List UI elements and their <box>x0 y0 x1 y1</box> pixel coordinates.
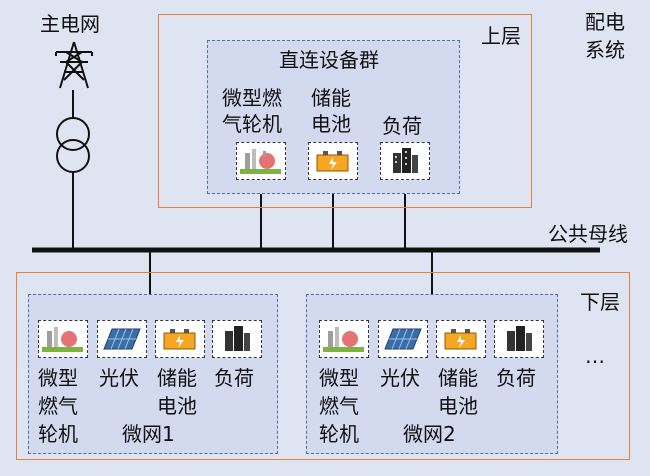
main-grid-label: 主电网 <box>40 12 100 36</box>
battery-icon <box>436 320 486 358</box>
load-buildings-icon <box>212 320 262 358</box>
upper-device-label-gas-turbine-1: 微型燃 <box>222 86 282 110</box>
mg2-gas-turbine-label-1: 微型 <box>319 366 359 390</box>
solar-panel-icon <box>97 320 147 358</box>
load-buildings-icon <box>494 320 544 358</box>
direct-group-title: 直连设备群 <box>279 48 379 72</box>
lower-layer-label: 下层 <box>580 290 620 314</box>
lower-layer-box <box>16 272 630 460</box>
upper-device-label-battery-2: 电池 <box>311 112 351 136</box>
solar-panel-icon <box>378 320 428 358</box>
dist-system-label-line1: 配电 <box>585 10 625 34</box>
microgrid-2-name: 微网2 <box>403 422 456 446</box>
mg1-battery-label-1: 储能 <box>157 366 197 390</box>
transformer-lower-coil <box>56 139 90 173</box>
mg1-load-label: 负荷 <box>214 366 254 390</box>
mg2-battery-label-2: 电池 <box>438 394 478 418</box>
mg2-gas-turbine-label-2: 燃气 <box>319 394 359 418</box>
mg1-gas-turbine-label-2: 燃气 <box>38 394 78 418</box>
gas-turbine-icon <box>236 142 286 180</box>
upper-layer-label: 上层 <box>481 24 521 48</box>
upper-device-label-gas-turbine-2: 气轮机 <box>222 112 282 136</box>
transformer-upper-coil <box>56 117 90 151</box>
gas-turbine-icon <box>319 320 369 358</box>
mg2-gas-turbine-label-3: 轮机 <box>319 422 359 446</box>
gas-turbine-icon <box>38 320 88 358</box>
upper-device-label-battery-1: 储能 <box>311 86 351 110</box>
ellipsis-label: … <box>585 344 605 368</box>
transmission-tower-icon <box>55 41 93 89</box>
microgrid-1-name: 微网1 <box>122 422 175 446</box>
mg2-load-label: 负荷 <box>496 366 536 390</box>
mg1-gas-turbine-label-3: 轮机 <box>38 422 78 446</box>
load-buildings-icon <box>380 142 430 180</box>
mg1-pv-label: 光伏 <box>99 366 139 390</box>
battery-icon <box>155 320 205 358</box>
public-bus-label: 公共母线 <box>548 222 628 246</box>
upper-layer-box <box>158 14 532 208</box>
battery-icon <box>308 142 358 180</box>
mg2-pv-label: 光伏 <box>380 366 420 390</box>
upper-device-label-load: 负荷 <box>382 114 422 138</box>
mg1-battery-label-2: 电池 <box>157 394 197 418</box>
mg2-battery-label-1: 储能 <box>438 366 478 390</box>
mg1-gas-turbine-label-1: 微型 <box>38 366 78 390</box>
dist-system-label-line2: 系统 <box>585 38 625 62</box>
